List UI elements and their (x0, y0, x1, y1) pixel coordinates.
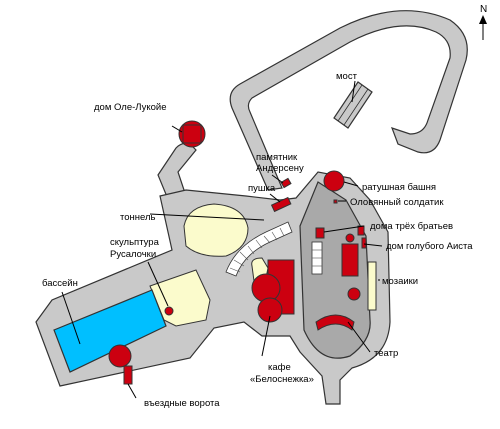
theatre (315, 314, 355, 331)
label-ole-house: дом Оле-Лукойе (94, 102, 167, 113)
entrance-gate (108, 344, 133, 385)
label-bridge: мост (336, 71, 358, 82)
label-mermaid-sculpture: скульптура Русалочки (110, 237, 162, 260)
tunnel-lawn (183, 203, 249, 257)
north-label: N (480, 4, 487, 15)
label-cafe-line2: «Белоснежка» (250, 374, 314, 385)
label-mermaid-line1: скульптура (110, 237, 160, 248)
label-andersen-monument-line2: Андерсену (256, 163, 304, 174)
three-brothers-houses (315, 227, 359, 277)
mosaic-strip (367, 261, 377, 311)
label-cafe: кафе «Белоснежка» (250, 362, 314, 385)
label-theatre: театр (374, 348, 398, 359)
central-square (299, 181, 371, 359)
staircase-right (311, 241, 323, 275)
label-tunnel: тоннель (120, 212, 156, 223)
staircase-left (225, 221, 293, 277)
label-andersen-monument: памятник Андерсену (256, 152, 304, 174)
mermaid-sculpture (164, 306, 174, 316)
tin-soldier (333, 199, 338, 204)
mosaic-point (347, 287, 361, 301)
label-three-brothers: дома трёх братьев (370, 221, 453, 232)
cafe-building (251, 259, 295, 323)
label-mermaid-line2: Русалочки (110, 249, 156, 260)
label-mosaics: мозаики (382, 276, 418, 287)
label-andersen-monument-line1: памятник (256, 152, 298, 163)
pool (53, 289, 167, 373)
label-cafe-line1: кафе (268, 362, 291, 373)
ole-house (178, 120, 206, 148)
andersen-monument (280, 177, 292, 189)
label-cannon: пушка (248, 183, 276, 194)
label-tin-soldier: Оловянный солдатик (350, 197, 444, 208)
north-arrow-icon (479, 15, 487, 40)
bridge (333, 81, 373, 129)
label-pool: бассейн (42, 278, 78, 289)
label-entrance-gate: въездные ворота (144, 398, 220, 409)
label-town-hall-tower: ратушная башня (362, 182, 436, 193)
loop-path (229, 10, 468, 191)
label-blue-stork: дом голубого Аиста (386, 241, 473, 252)
leader-lines (61, 80, 383, 399)
town-hall-tower (323, 170, 345, 192)
